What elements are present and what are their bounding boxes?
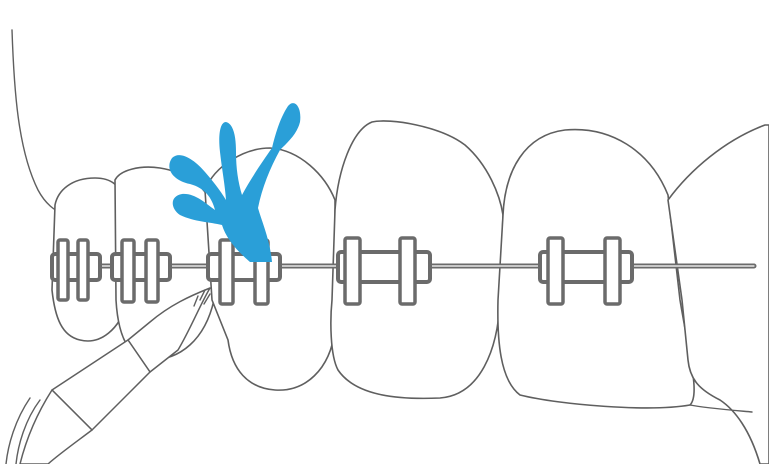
cheek-outline	[11, 29, 63, 215]
bracket-4	[336, 236, 432, 306]
tooth-central-incisor	[667, 124, 769, 464]
gum-line	[689, 404, 753, 413]
blue-splash-icon	[169, 103, 301, 262]
bracket-5	[538, 236, 634, 306]
bracket-1	[50, 238, 102, 302]
bracket-2	[110, 238, 172, 304]
dental-tool-icon	[5, 287, 211, 464]
